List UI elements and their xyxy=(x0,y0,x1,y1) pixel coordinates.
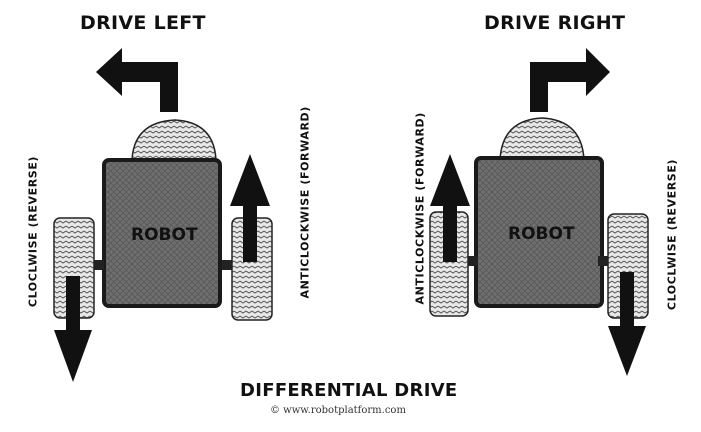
left-robot-label: ROBOT xyxy=(131,225,198,245)
left-front-caster xyxy=(131,119,217,161)
left-wheel-reverse-arrow xyxy=(54,276,92,382)
right-turn-arrow xyxy=(530,48,610,112)
left-robot-group xyxy=(53,48,273,382)
right-panel-title: DRIVE RIGHT xyxy=(484,12,626,34)
diagram-caption: DIFFERENTIAL DRIVE xyxy=(240,380,458,401)
left-panel-title: DRIVE LEFT xyxy=(80,12,206,34)
right-panel-left-wheel-label: ANTICLOCKWISE (FORWARD) xyxy=(413,112,427,305)
left-panel-left-wheel-label: CLOCLWISE (REVERSE) xyxy=(26,155,40,308)
right-front-caster xyxy=(499,117,585,161)
right-robot-group xyxy=(429,48,649,376)
left-panel-right-wheel-label: ANTICLOCKWISE (FORWARD) xyxy=(298,106,312,299)
left-wheel-forward-arrow xyxy=(430,154,470,262)
right-wheel-reverse-arrow xyxy=(608,272,646,376)
right-wheel-forward-arrow xyxy=(230,154,270,262)
left-turn-arrow xyxy=(96,48,178,112)
left-robot-body xyxy=(102,158,222,308)
right-robot-label: ROBOT xyxy=(508,224,575,244)
credit-line: © www.robotplatform.com xyxy=(270,405,406,416)
right-panel-right-wheel-label: CLOCLWISE (REVERSE) xyxy=(665,158,679,311)
right-robot-body xyxy=(474,156,604,308)
